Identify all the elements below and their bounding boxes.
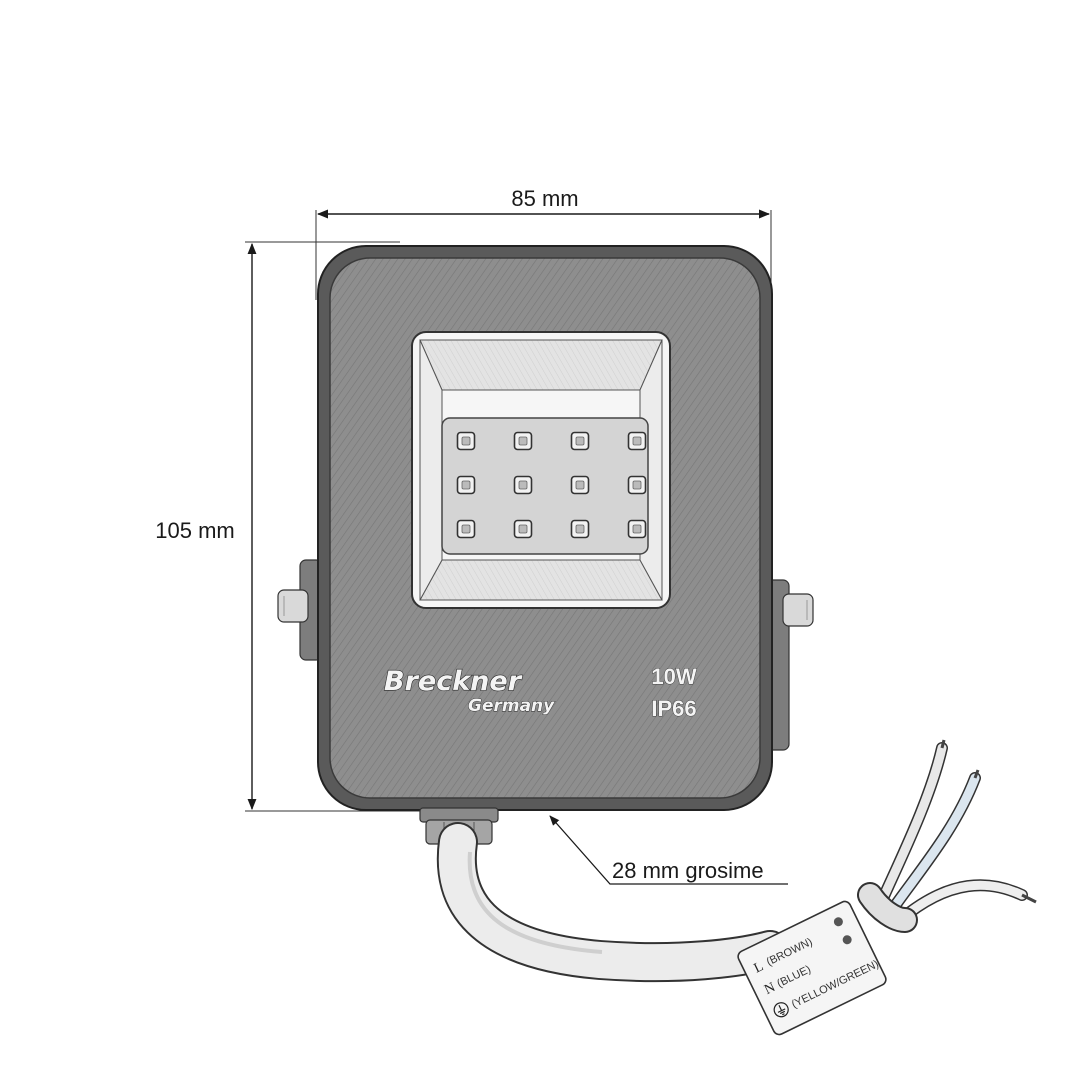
led-chip — [513, 431, 533, 451]
thickness-label: 28 mm grosime — [612, 858, 764, 883]
led-chip — [627, 431, 647, 451]
spec-labels: 10W IP66 — [651, 664, 697, 722]
led-chip — [570, 519, 590, 539]
brand-logo: Breckner Germany — [383, 665, 555, 716]
brand-sub: Germany — [468, 696, 555, 716]
right-bracket-knob — [766, 579, 814, 751]
led-chip — [513, 475, 533, 495]
led-board — [441, 417, 649, 555]
led-grid — [456, 431, 647, 539]
left-bracket-knob — [277, 559, 323, 661]
led-chip — [570, 431, 590, 451]
width-label: 85 mm — [511, 186, 578, 211]
brand-name: Breckner — [384, 666, 523, 697]
led-chip — [627, 519, 647, 539]
led-chip — [570, 475, 590, 495]
power-label: 10W — [651, 664, 696, 689]
led-chip — [456, 475, 476, 495]
power-cable — [436, 822, 790, 983]
led-chip — [456, 519, 476, 539]
wiring-tag: L (BROWN) N (BLUE) (YELLOW/GREEN) — [737, 900, 887, 1036]
led-chip — [627, 475, 647, 495]
thickness-dimension: 28 mm grosime — [549, 815, 788, 885]
wires — [857, 739, 1037, 933]
led-chip — [513, 519, 533, 539]
height-label: 105 mm — [155, 518, 234, 543]
height-dimension: 105 mm — [155, 241, 420, 812]
ip-rating-label: IP66 — [651, 696, 696, 721]
width-dimension: 85 mm — [315, 186, 772, 300]
led-chip — [456, 431, 476, 451]
earth-ground-icon — [773, 1002, 789, 1018]
